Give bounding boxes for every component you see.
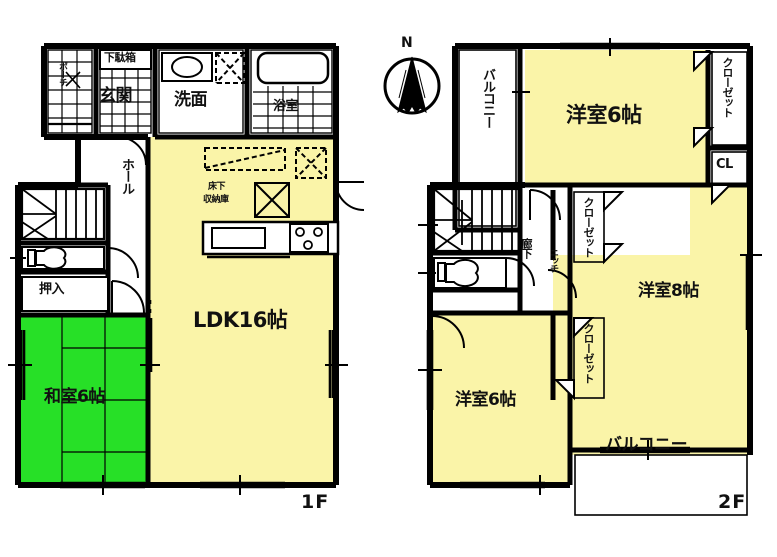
bathroom-fixtures: [253, 45, 332, 133]
room-label-bed-6-north: 洋室6帖: [566, 103, 642, 127]
porch-tile-hatch: [48, 50, 92, 133]
toilet-2f: [418, 257, 507, 289]
first-floor-group: [8, 43, 365, 495]
interior-walls-1f: [18, 46, 336, 485]
room-label-senmen: 洗面: [174, 90, 208, 110]
dimension-ticks-1f: [8, 364, 348, 495]
second-floor-group: [383, 38, 762, 516]
room-label-closet-mid: クローゼット: [582, 197, 595, 257]
oshiire-box: [21, 276, 109, 312]
room-label-closet-ne: クローゼット: [721, 57, 734, 117]
washroom-fixtures: [161, 45, 245, 84]
dimension-ticks-2f: [418, 38, 762, 495]
getabako-box: [99, 49, 152, 70]
room-label-yukashita-line1: 床下: [208, 182, 226, 192]
room-label-genkan: 玄関: [99, 86, 133, 106]
kitchen-counter: [201, 220, 340, 259]
room-label-balcony-north: バルコニー: [480, 68, 495, 128]
stairs-1f: [20, 187, 106, 241]
room-label-yokushitsu: 浴室: [273, 99, 299, 114]
room-label-bed-8: 洋室8帖: [638, 281, 699, 301]
room-label-cl-small: CL: [716, 157, 733, 172]
room-label-hall: ホール: [119, 158, 134, 194]
room-label-oshiire: 押入: [39, 282, 65, 297]
room-label-niche: ニッチ: [548, 248, 558, 272]
ldk-overhead-dashed: [204, 147, 327, 179]
wall-hairlines-1f: [47, 49, 333, 134]
north-arrow-icon: [383, 56, 441, 115]
room-label-rouka: 廊下: [520, 238, 533, 258]
room-label-yukashita-line2: 収納庫: [203, 195, 229, 205]
room-label-washitsu: 和室6帖: [44, 387, 105, 407]
compass-north-label: N: [401, 35, 413, 51]
genkan-tile-hatch: [100, 68, 151, 133]
room-label-bed-6-south: 洋室6帖: [455, 390, 516, 410]
yukashita-box: [254, 182, 290, 218]
door-swings-1f: [107, 136, 147, 314]
washitsu-tatami-lines: [61, 315, 148, 485]
closet-door-markers: [553, 51, 733, 401]
floor-tag-1f: 1F: [301, 491, 330, 513]
ldk-door-swing: [335, 181, 365, 211]
ldk-fill: [148, 137, 336, 485]
room-label-porch: ポーチ: [57, 62, 67, 86]
entry-arrow: [65, 71, 81, 89]
2f-room-fills: [430, 50, 750, 485]
stairs-2f: [432, 187, 522, 253]
room-label-closet-low: クローゼット: [582, 323, 595, 383]
room-label-balcony-south: バルコニー: [605, 435, 688, 455]
floor-tag-2f: 2F: [718, 491, 747, 513]
room-label-ldk: LDK16帖: [193, 308, 288, 332]
toilet-1f: [10, 246, 105, 270]
room-label-getabako: 下駄箱: [104, 51, 136, 64]
